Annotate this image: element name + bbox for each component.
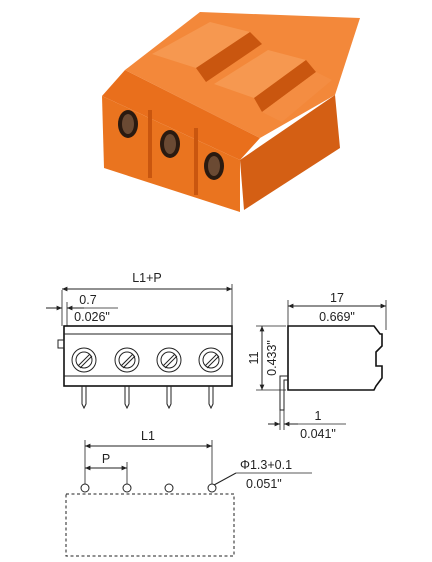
pitch-span-label: L1 [141,429,155,443]
pins [81,386,214,410]
hole-icon [164,483,174,493]
screw-icon [198,347,224,373]
height-in: 0.433" [265,340,279,376]
screw-icon [71,347,97,373]
offset-mm: 0.7 [79,293,96,307]
screw-icon [156,347,182,373]
front-view: L1+P 0.7 0.026" [46,271,233,410]
hole-diameter-mm: Φ1.3+0.1 [240,458,292,472]
height-mm: 11 [247,351,261,364]
pin-offset-in: 0.041" [300,427,336,441]
hole-diameter-in: 0.051" [246,477,282,491]
footprint-view: L1 P Φ1.3+0.1 0.051" [65,429,312,557]
screw-icon [114,347,140,373]
offset-in: 0.026" [74,310,110,324]
terminal-block-photo [102,12,360,212]
hole-icon [80,483,90,493]
hole-icon [207,483,217,493]
side-view: 17 0.669" 11 0.433" 1 0.041" [247,291,387,441]
pitch-label: P [102,452,110,466]
depth-in: 0.669" [319,310,355,324]
pin-offset-mm: 1 [315,409,322,423]
hole-icon [122,483,132,493]
depth-mm: 17 [330,291,344,305]
overall-width-label: L1+P [132,271,162,285]
board-outline [65,493,235,557]
